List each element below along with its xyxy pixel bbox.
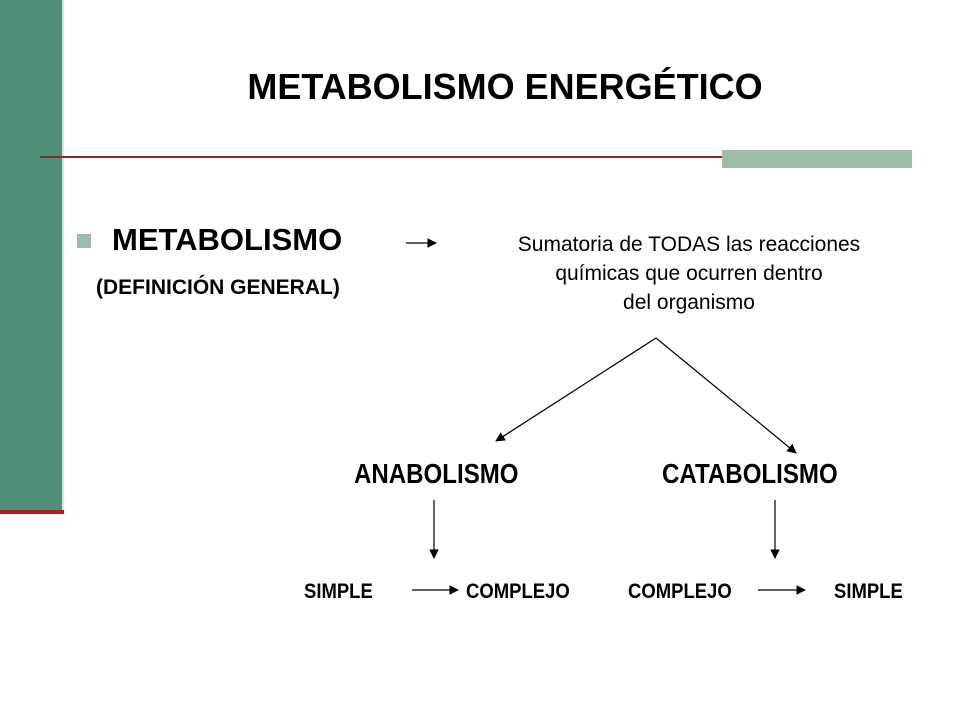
anabolism-to-word: COMPLEJO [466, 580, 570, 603]
side-decoration-edge [62, 0, 64, 512]
branch-anabolismo: ANABOLISMO [354, 458, 519, 489]
term-note: (DEFINICIÓN GENERAL) [96, 276, 340, 299]
anabolism-from-word: SIMPLE [304, 580, 373, 603]
title-divider-accent [722, 150, 912, 168]
slide-title: METABOLISMO ENERGÉTICO [247, 66, 763, 107]
definition-text: Sumatoria de TODAS las reacciones químic… [452, 230, 926, 317]
definition-line-2: químicas que ocurren dentro [555, 262, 823, 285]
split-arrow-left [495, 337, 657, 442]
title-divider [40, 156, 912, 158]
bullet-marker [77, 234, 91, 248]
side-decoration-line [0, 510, 64, 514]
side-decoration-bar [0, 0, 62, 512]
definition-line-3: del organismo [623, 291, 755, 314]
catabolism-to-word: SIMPLE [834, 580, 903, 603]
definition-line-1: Sumatoria de TODAS las reacciones [517, 233, 861, 256]
catabolism-from-word: COMPLEJO [628, 580, 732, 603]
split-arrow-right [655, 337, 797, 454]
term-metabolismo: METABOLISMO [112, 222, 343, 257]
branch-catabolismo: CATABOLISMO [662, 458, 838, 489]
